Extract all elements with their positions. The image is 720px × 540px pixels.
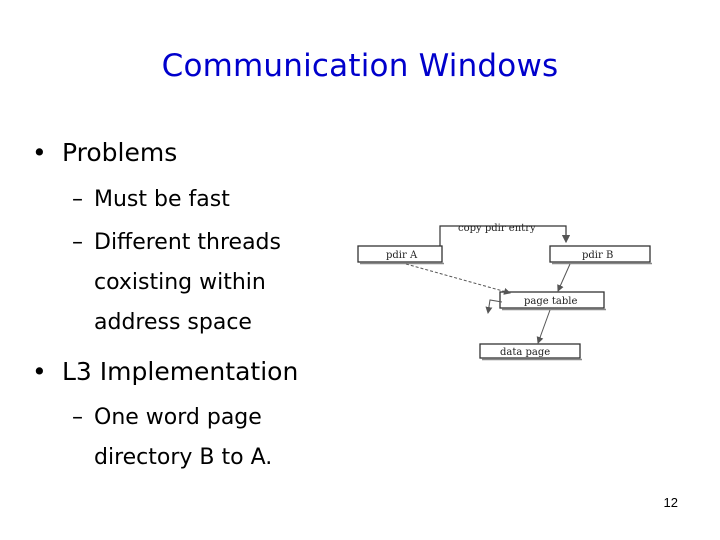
copy-arrow — [439, 225, 571, 246]
bullet-label: L3 Implementation — [62, 357, 299, 386]
sub-bullet-threads: –Different threads coxisting within addr… — [72, 223, 281, 343]
arrow-b-to-table — [557, 263, 571, 292]
dash-glyph: – — [72, 187, 83, 212]
pdir-b-label: pdir B — [582, 250, 613, 261]
sub-bullet-line: address space — [94, 310, 252, 335]
pdir-copy-diagram: copy pdir entry pdir A pdir B page table… — [357, 223, 652, 361]
sub-bullet-one-word: –One word page directory B to A. — [72, 398, 272, 478]
sub-bullet-line: coxisting within — [94, 270, 266, 295]
sub-bullet-line: One word page — [94, 405, 262, 430]
data-page-box — [479, 343, 581, 359]
pdir-a-box — [357, 245, 443, 263]
bullet-glyph: • — [32, 357, 47, 386]
data-page-label: data page — [500, 347, 550, 358]
dash-glyph: – — [72, 230, 83, 255]
page-table-box — [499, 291, 605, 309]
arrow-table-left — [485, 299, 503, 314]
copy-label: copy pdir entry — [458, 223, 536, 234]
slide-title: Communication Windows — [161, 48, 559, 84]
pdir-a-label: pdir A — [386, 250, 418, 261]
bullet-problems: • Problems — [32, 138, 177, 167]
arrow-a-to-table — [405, 263, 511, 295]
page-number: 12 — [663, 495, 678, 510]
page-table-label: page table — [524, 296, 577, 307]
pdir-b-box — [549, 245, 651, 263]
arrow-table-to-page — [536, 309, 551, 344]
sub-bullet-line: Must be fast — [94, 187, 230, 212]
sub-bullet-line: directory B to A. — [94, 445, 273, 470]
sub-bullet-fast: –Must be fast — [72, 180, 230, 220]
dash-glyph: – — [72, 405, 83, 430]
bullet-glyph: • — [32, 138, 47, 167]
bullet-label: Problems — [62, 138, 178, 167]
sub-bullet-line: Different threads — [94, 230, 281, 255]
bullet-l3: • L3 Implementation — [32, 357, 298, 386]
